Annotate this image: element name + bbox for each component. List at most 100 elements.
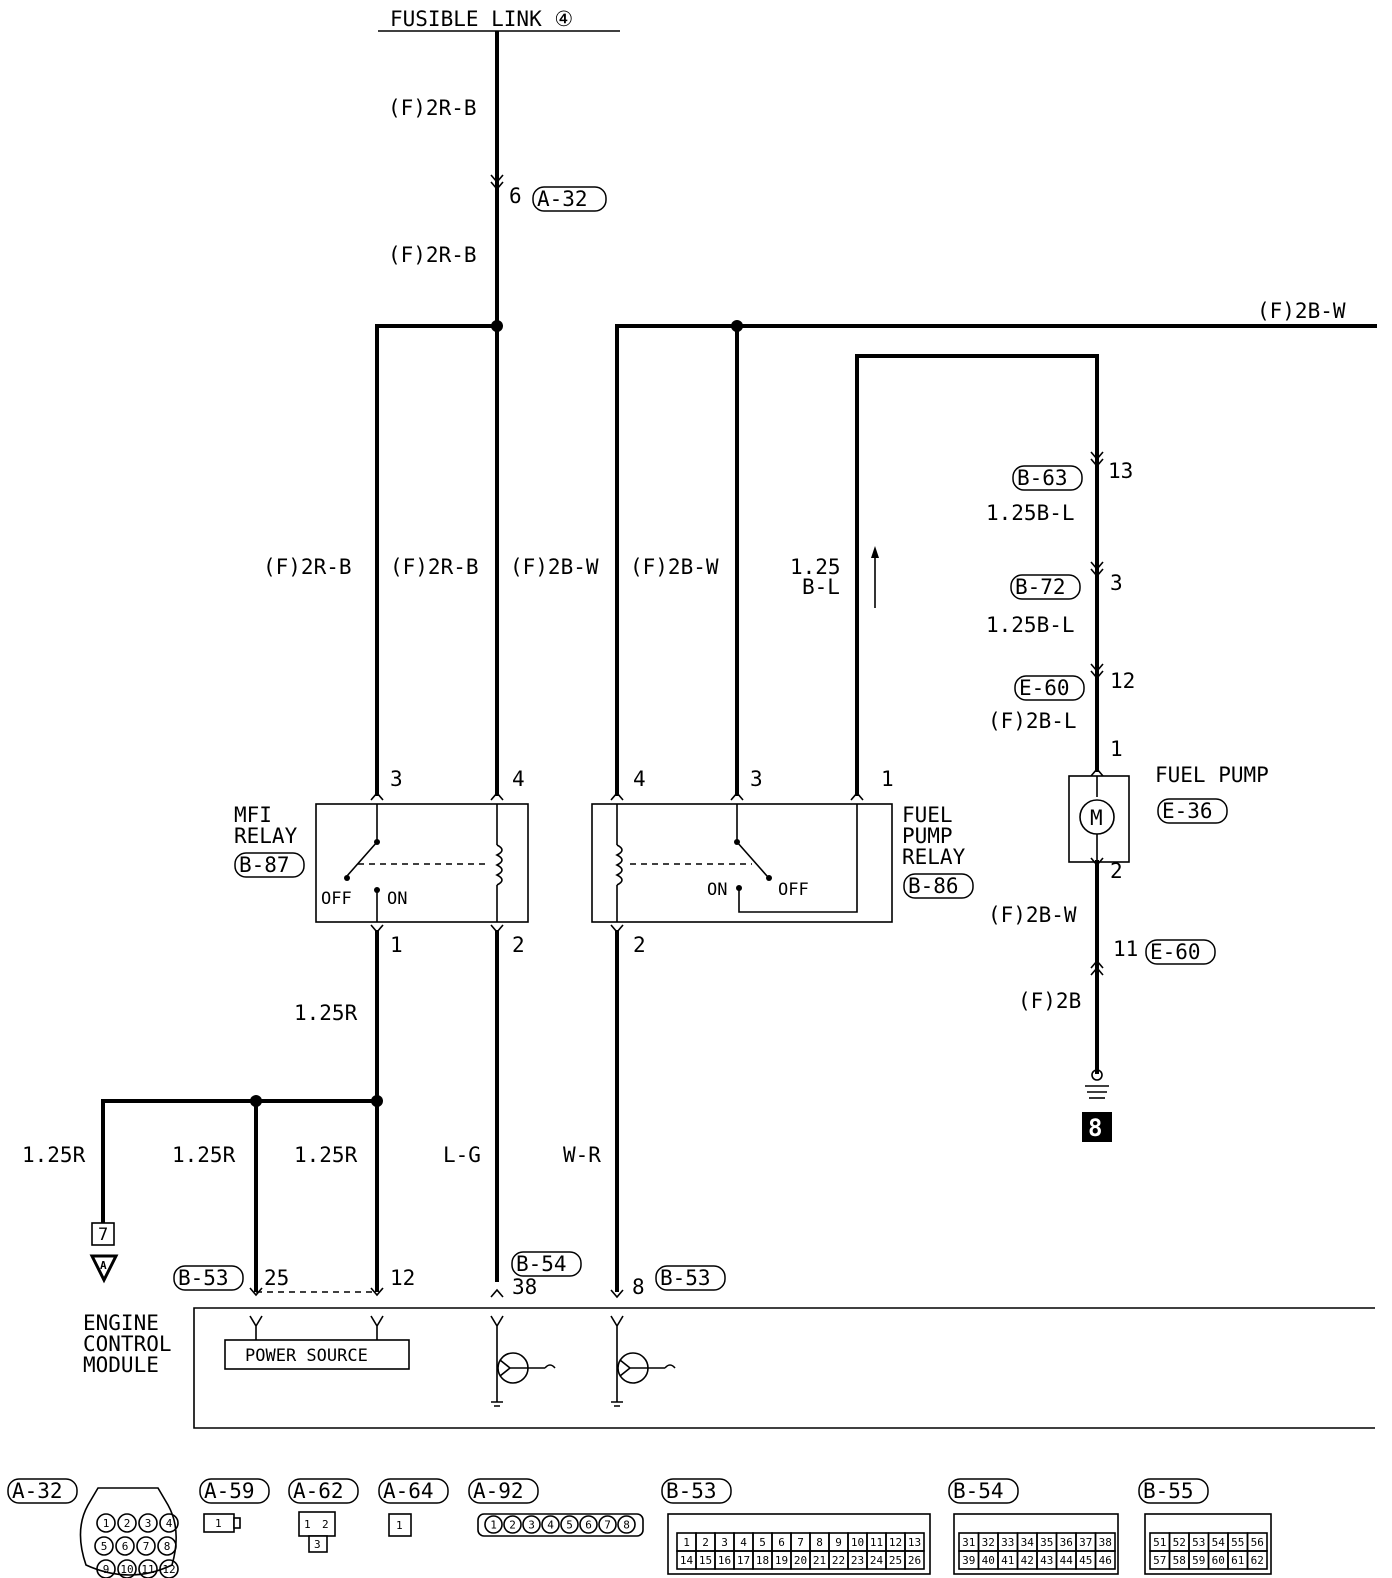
connector-pin-number: 16 xyxy=(718,1554,731,1567)
mfi-relay-box xyxy=(315,803,529,923)
connector-pin-number: 58 xyxy=(1173,1554,1186,1567)
wire-label-pump-b: 1.25B-L xyxy=(986,613,1075,637)
connector-pin xyxy=(96,1559,116,1578)
connector-pin-number: 51 xyxy=(1153,1536,1166,1549)
wire-label-fpr-1a: 1.25 xyxy=(790,555,841,579)
connector-pin-number: 37 xyxy=(1079,1536,1092,1549)
a62-pin-2: 2 xyxy=(322,1518,329,1531)
legend-tag-b53 xyxy=(661,1478,732,1504)
connector-pin-number: 46 xyxy=(1099,1554,1112,1567)
ecm-pin-38: 38 xyxy=(512,1275,537,1299)
tag-e60-a-text: E-60 xyxy=(1019,676,1070,700)
tag-b86 xyxy=(903,873,974,899)
connector-chevron-e60-b xyxy=(1090,959,1104,976)
connector-chevron-b63 xyxy=(1090,451,1104,468)
connector-pin-number: 25 xyxy=(889,1554,902,1567)
connector-pin-number: 8 xyxy=(816,1536,823,1549)
connector-pin-number: 54 xyxy=(1212,1536,1226,1549)
connector-pin-number: 56 xyxy=(1251,1536,1264,1549)
wire-label-pump-e: (F)2B xyxy=(1018,989,1081,1013)
transistor-icon xyxy=(619,1359,676,1377)
connector-pin xyxy=(115,1536,135,1556)
connector-pin xyxy=(136,1536,156,1556)
fpr-pin-1: 1 xyxy=(881,767,894,791)
tag-b53-b-text: B-53 xyxy=(660,1266,711,1290)
connector-pin-number: 38 xyxy=(1099,1536,1112,1549)
connector-pin-number: 57 xyxy=(1153,1554,1166,1567)
connector-pin-number: 42 xyxy=(1021,1554,1034,1567)
legend-tag-b54 xyxy=(948,1478,1019,1504)
jump-point-letter: A xyxy=(100,1259,107,1272)
junction-dot xyxy=(371,1095,383,1107)
switch-return xyxy=(738,804,858,913)
fpr-pin-2: 2 xyxy=(633,933,646,957)
connector-pin xyxy=(138,1513,158,1533)
connector-pin-number: 1 xyxy=(490,1519,497,1532)
connector-pin-number: 40 xyxy=(982,1554,995,1567)
pin-arrow xyxy=(370,1287,384,1297)
mfi-relay-label-1: MFI xyxy=(234,803,272,827)
connector-pin-number: 9 xyxy=(835,1536,842,1549)
legend-tag-b55-text: B-55 xyxy=(1143,1479,1194,1503)
connector-pin xyxy=(617,1515,636,1534)
connector-pin xyxy=(503,1515,522,1534)
power-source-label: POWER SOURCE xyxy=(245,1346,368,1366)
connector-pin-number: 60 xyxy=(1212,1554,1225,1567)
pin-arrow xyxy=(610,791,624,801)
tag-b63-text: B-63 xyxy=(1017,466,1068,490)
wire-label-left-2: 1.25R xyxy=(172,1143,236,1167)
connector-pin-number: 32 xyxy=(982,1536,995,1549)
tag-a32-text: A-32 xyxy=(537,187,588,211)
wire-label-wr: W-R xyxy=(563,1143,601,1167)
pin-arrow xyxy=(730,791,744,801)
fpr-pin-4: 4 xyxy=(633,767,646,791)
connector-pin xyxy=(159,1559,179,1578)
connector-pin-number: 13 xyxy=(908,1536,921,1549)
tag-a32 xyxy=(532,186,607,212)
wire-label-mfi-3: (F)2R-B xyxy=(263,555,352,579)
pin-a32-6: 6 xyxy=(509,184,522,208)
connector-pin-number: 12 xyxy=(162,1563,175,1576)
coil-icon xyxy=(495,844,503,886)
connector-pin xyxy=(96,1513,116,1533)
ecm-label-3: MODULE xyxy=(83,1353,159,1377)
legend-tag-b53-text: B-53 xyxy=(666,1479,717,1503)
connector-pin-number: 4 xyxy=(547,1519,554,1532)
wire-label-pump-d: (F)2B-W xyxy=(988,903,1077,927)
connector-pin xyxy=(1246,1550,1268,1570)
connector-pin-number: 31 xyxy=(962,1536,975,1549)
motor-letter: M xyxy=(1090,806,1103,830)
pin-arrow xyxy=(850,791,864,801)
connector-pin-number: 59 xyxy=(1192,1554,1205,1567)
connector-pin-number: 22 xyxy=(832,1554,845,1567)
connector-pin-number: 11 xyxy=(870,1536,883,1549)
connector-pin-number: 24 xyxy=(870,1554,884,1567)
switch-blade xyxy=(346,841,378,877)
legend-tag-a62-text: A-62 xyxy=(293,1479,344,1503)
tag-e36-text: E-36 xyxy=(1162,799,1213,823)
legend-tag-a32-text: A-32 xyxy=(12,1479,63,1503)
connector-pin-number: 21 xyxy=(813,1554,826,1567)
connector-pin-number: 5 xyxy=(566,1519,573,1532)
b54-body xyxy=(953,1513,1119,1575)
ecm-pin-symbol xyxy=(610,1315,624,1402)
tag-e60-b-text: E-60 xyxy=(1150,940,1201,964)
connector-pin-number: 6 xyxy=(122,1540,129,1553)
tag-e60-b xyxy=(1145,939,1216,965)
wire-label-fpr-3: (F)2B-W xyxy=(630,555,719,579)
wire-label-fpr-4: (F)2B-W xyxy=(510,555,599,579)
wire-label-top-2: (F)2R-B xyxy=(388,243,477,267)
connector-pin-number: 19 xyxy=(775,1554,788,1567)
wire-label-top-1: (F)2R-B xyxy=(388,96,477,120)
pin-b72-3: 3 xyxy=(1110,571,1123,595)
tag-b87-text: B-87 xyxy=(239,853,290,877)
ecm-pin-symbol xyxy=(249,1315,263,1340)
a62-pin-1: 1 xyxy=(304,1518,311,1531)
wire-label-pump-c: (F)2B-L xyxy=(988,709,1077,733)
a59-tab xyxy=(233,1517,241,1529)
connector-pin-number: 3 xyxy=(145,1517,152,1530)
connector-chevron-b72 xyxy=(1090,561,1104,578)
